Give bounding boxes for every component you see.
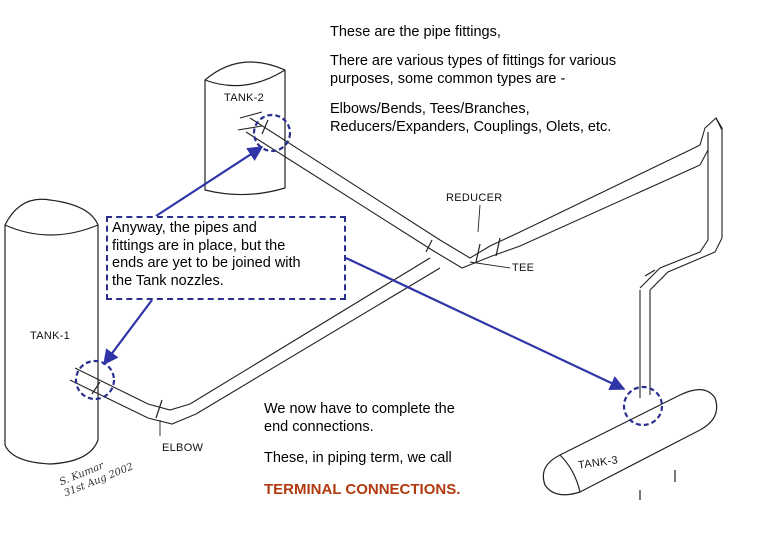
tank-1-label: TANK-1 xyxy=(30,330,71,342)
intro-line-1: These are the pipe fittings, xyxy=(330,24,501,40)
tee-label: TEE xyxy=(512,262,535,274)
fitting-marks xyxy=(91,117,723,419)
elbow-label: ELBOW xyxy=(162,442,204,454)
intro-line-2: There are various types of fittings for … xyxy=(330,53,617,69)
label-leaders xyxy=(159,204,511,436)
callout-arrows xyxy=(103,146,626,391)
callout-line-2: fittings are in place, but the xyxy=(112,237,286,254)
intro-line-4: Elbows/Bends, Tees/Branches, xyxy=(330,101,530,117)
bottom-line-2: end connections. xyxy=(264,419,374,435)
tank-1-nozzle-highlight xyxy=(74,359,116,401)
arrow-to-tank-1 xyxy=(103,299,153,366)
intro-line-5: Reducers/Expanders, Couplings, Olets, et… xyxy=(330,119,612,135)
callout-line-3: ends are yet to be joined with xyxy=(112,255,301,271)
callout-line-4: the Tank nozzles. xyxy=(112,272,224,289)
callout-line-1: Anyway, the pipes and xyxy=(112,220,257,236)
tank-2-nozzle-highlight xyxy=(252,113,292,153)
intro-line-3: purposes, some common types are - xyxy=(330,71,566,87)
pipe-network xyxy=(69,111,723,425)
tank-3 xyxy=(542,389,718,500)
arrow-to-tank-3 xyxy=(345,257,626,391)
tank-2-label: TANK-2 xyxy=(224,92,265,104)
tank-2 xyxy=(204,61,286,196)
tank-1 xyxy=(4,198,99,465)
bottom-line-3: These, in piping term, we call xyxy=(264,450,452,466)
callout-box: Anyway, the pipes and fittings are in pl… xyxy=(106,216,346,300)
pipe-end-highlights xyxy=(74,113,664,427)
bottom-line-1: We now have to complete the xyxy=(264,401,455,417)
reducer-label: REDUCER xyxy=(446,192,503,204)
arrow-to-tank-2 xyxy=(155,146,264,217)
terminal-connections-heading: TERMINAL CONNECTIONS. xyxy=(264,481,461,498)
tank-3-nozzle-highlight xyxy=(622,385,664,427)
